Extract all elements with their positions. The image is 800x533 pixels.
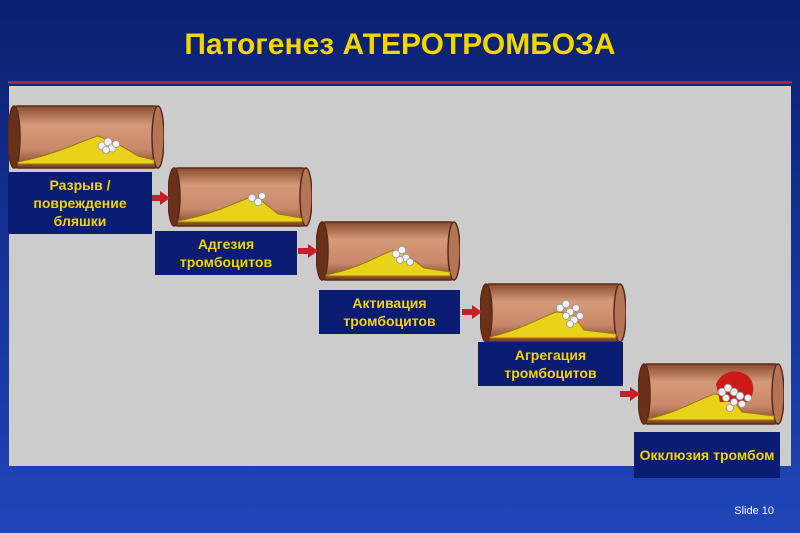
slide-title: Патогенез АТЕРОТРОМБОЗА <box>184 28 616 61</box>
stage-label-rupture: Разрыв / повреждение бляшки <box>8 172 152 234</box>
title-divider <box>8 81 792 84</box>
arrow-icon <box>298 244 318 258</box>
arrow-icon <box>462 305 482 319</box>
vessel-stage-4 <box>480 283 626 343</box>
stage-label-activation: Активация тромбоцитов <box>319 290 460 334</box>
vessel-stage-2 <box>168 167 312 227</box>
stage-label-adhesion: Адгезия тромбоцитов <box>155 231 297 275</box>
vessel-stage-3 <box>316 221 460 281</box>
arrow-icon <box>150 191 170 205</box>
vessel-stage-5 <box>638 363 784 425</box>
slide-number: Slide 10 <box>734 505 774 517</box>
stage-label-occlusion: Окклюзия тромбом <box>634 432 780 478</box>
arrow-icon <box>620 387 640 401</box>
vessel-stage-1 <box>8 105 164 169</box>
stage-label-aggregation: Агрегация тромбоцитов <box>478 342 623 386</box>
